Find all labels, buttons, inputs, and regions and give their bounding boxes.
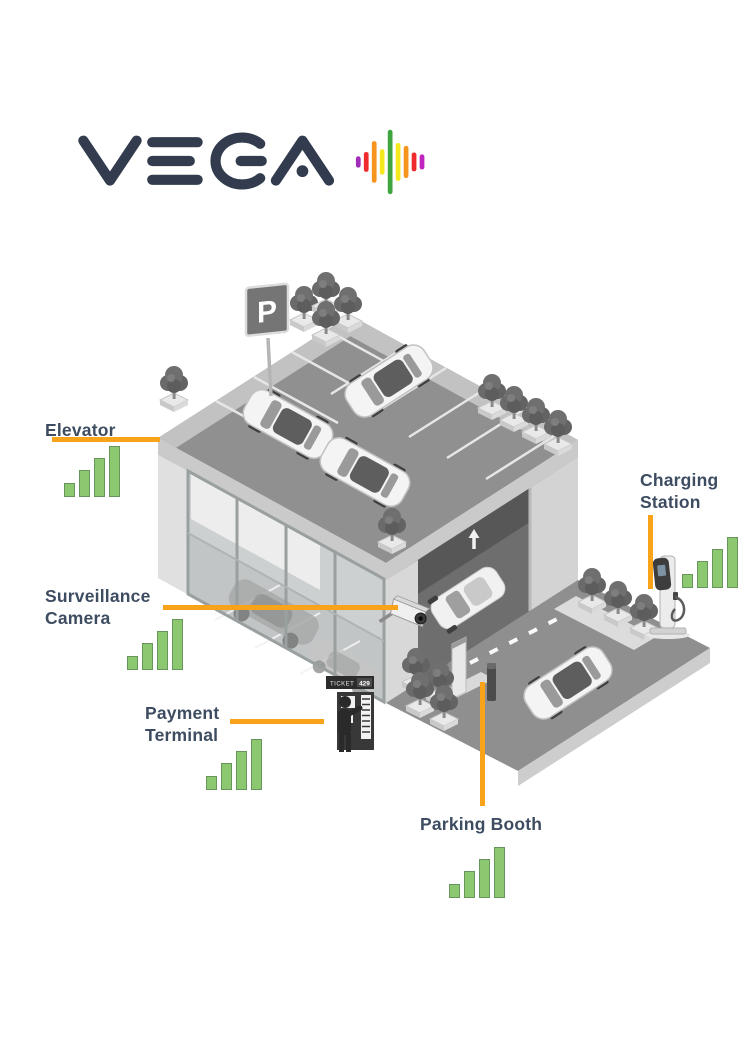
surveillance-camera-icon	[378, 595, 431, 628]
soundwave-bar	[403, 145, 409, 179]
signal-bars-icon	[449, 847, 505, 898]
soundwave-bar	[411, 152, 417, 172]
roof-fascia	[158, 438, 578, 580]
svg-text:P: P	[257, 295, 277, 330]
vega-logotype	[78, 132, 335, 190]
surveillance-connector-line	[163, 605, 398, 610]
lane-dashes	[469, 613, 566, 665]
glass-facade	[158, 455, 386, 705]
soundwave-icon	[355, 129, 425, 195]
person-figure	[338, 696, 363, 752]
soundwave-bar	[371, 141, 377, 183]
soundwave-bar	[379, 149, 385, 175]
label-surveillance-camera: Surveillance Camera	[45, 586, 151, 628]
label-charging-station: Charging Station	[640, 470, 719, 512]
soundwave-bar	[395, 142, 401, 181]
up-arrow-marking	[468, 529, 480, 549]
vega-logo	[74, 118, 428, 204]
label-parking-booth: Parking Booth	[420, 814, 543, 834]
soundwave-bar	[419, 154, 425, 170]
payment-terminal-icon: TICKET 429	[326, 676, 374, 752]
signal-bars-icon	[127, 619, 183, 670]
charging-connector-line	[648, 515, 653, 589]
charging-station-icon	[646, 555, 690, 639]
soundwave-bar	[355, 156, 361, 168]
signal-bars-icon	[682, 537, 738, 588]
label-payment-terminal: Payment Terminal	[145, 703, 220, 745]
parking-sign: P	[244, 282, 290, 397]
entrance-face	[386, 457, 578, 703]
parking-booth-connector-line	[480, 682, 485, 806]
soundwave-bar	[363, 151, 369, 172]
soundwave-bar	[387, 129, 393, 195]
svg-text:429: 429	[359, 680, 370, 687]
elevator-connector-line	[52, 437, 160, 442]
corner-pillar	[530, 457, 578, 611]
signal-bars-icon	[206, 739, 262, 790]
label-elevator: Elevator	[45, 420, 116, 440]
payment-connector-line	[230, 719, 324, 724]
signal-bars-icon	[64, 446, 120, 497]
car-exiting	[427, 566, 506, 634]
svg-text:TICKET: TICKET	[330, 682, 354, 688]
